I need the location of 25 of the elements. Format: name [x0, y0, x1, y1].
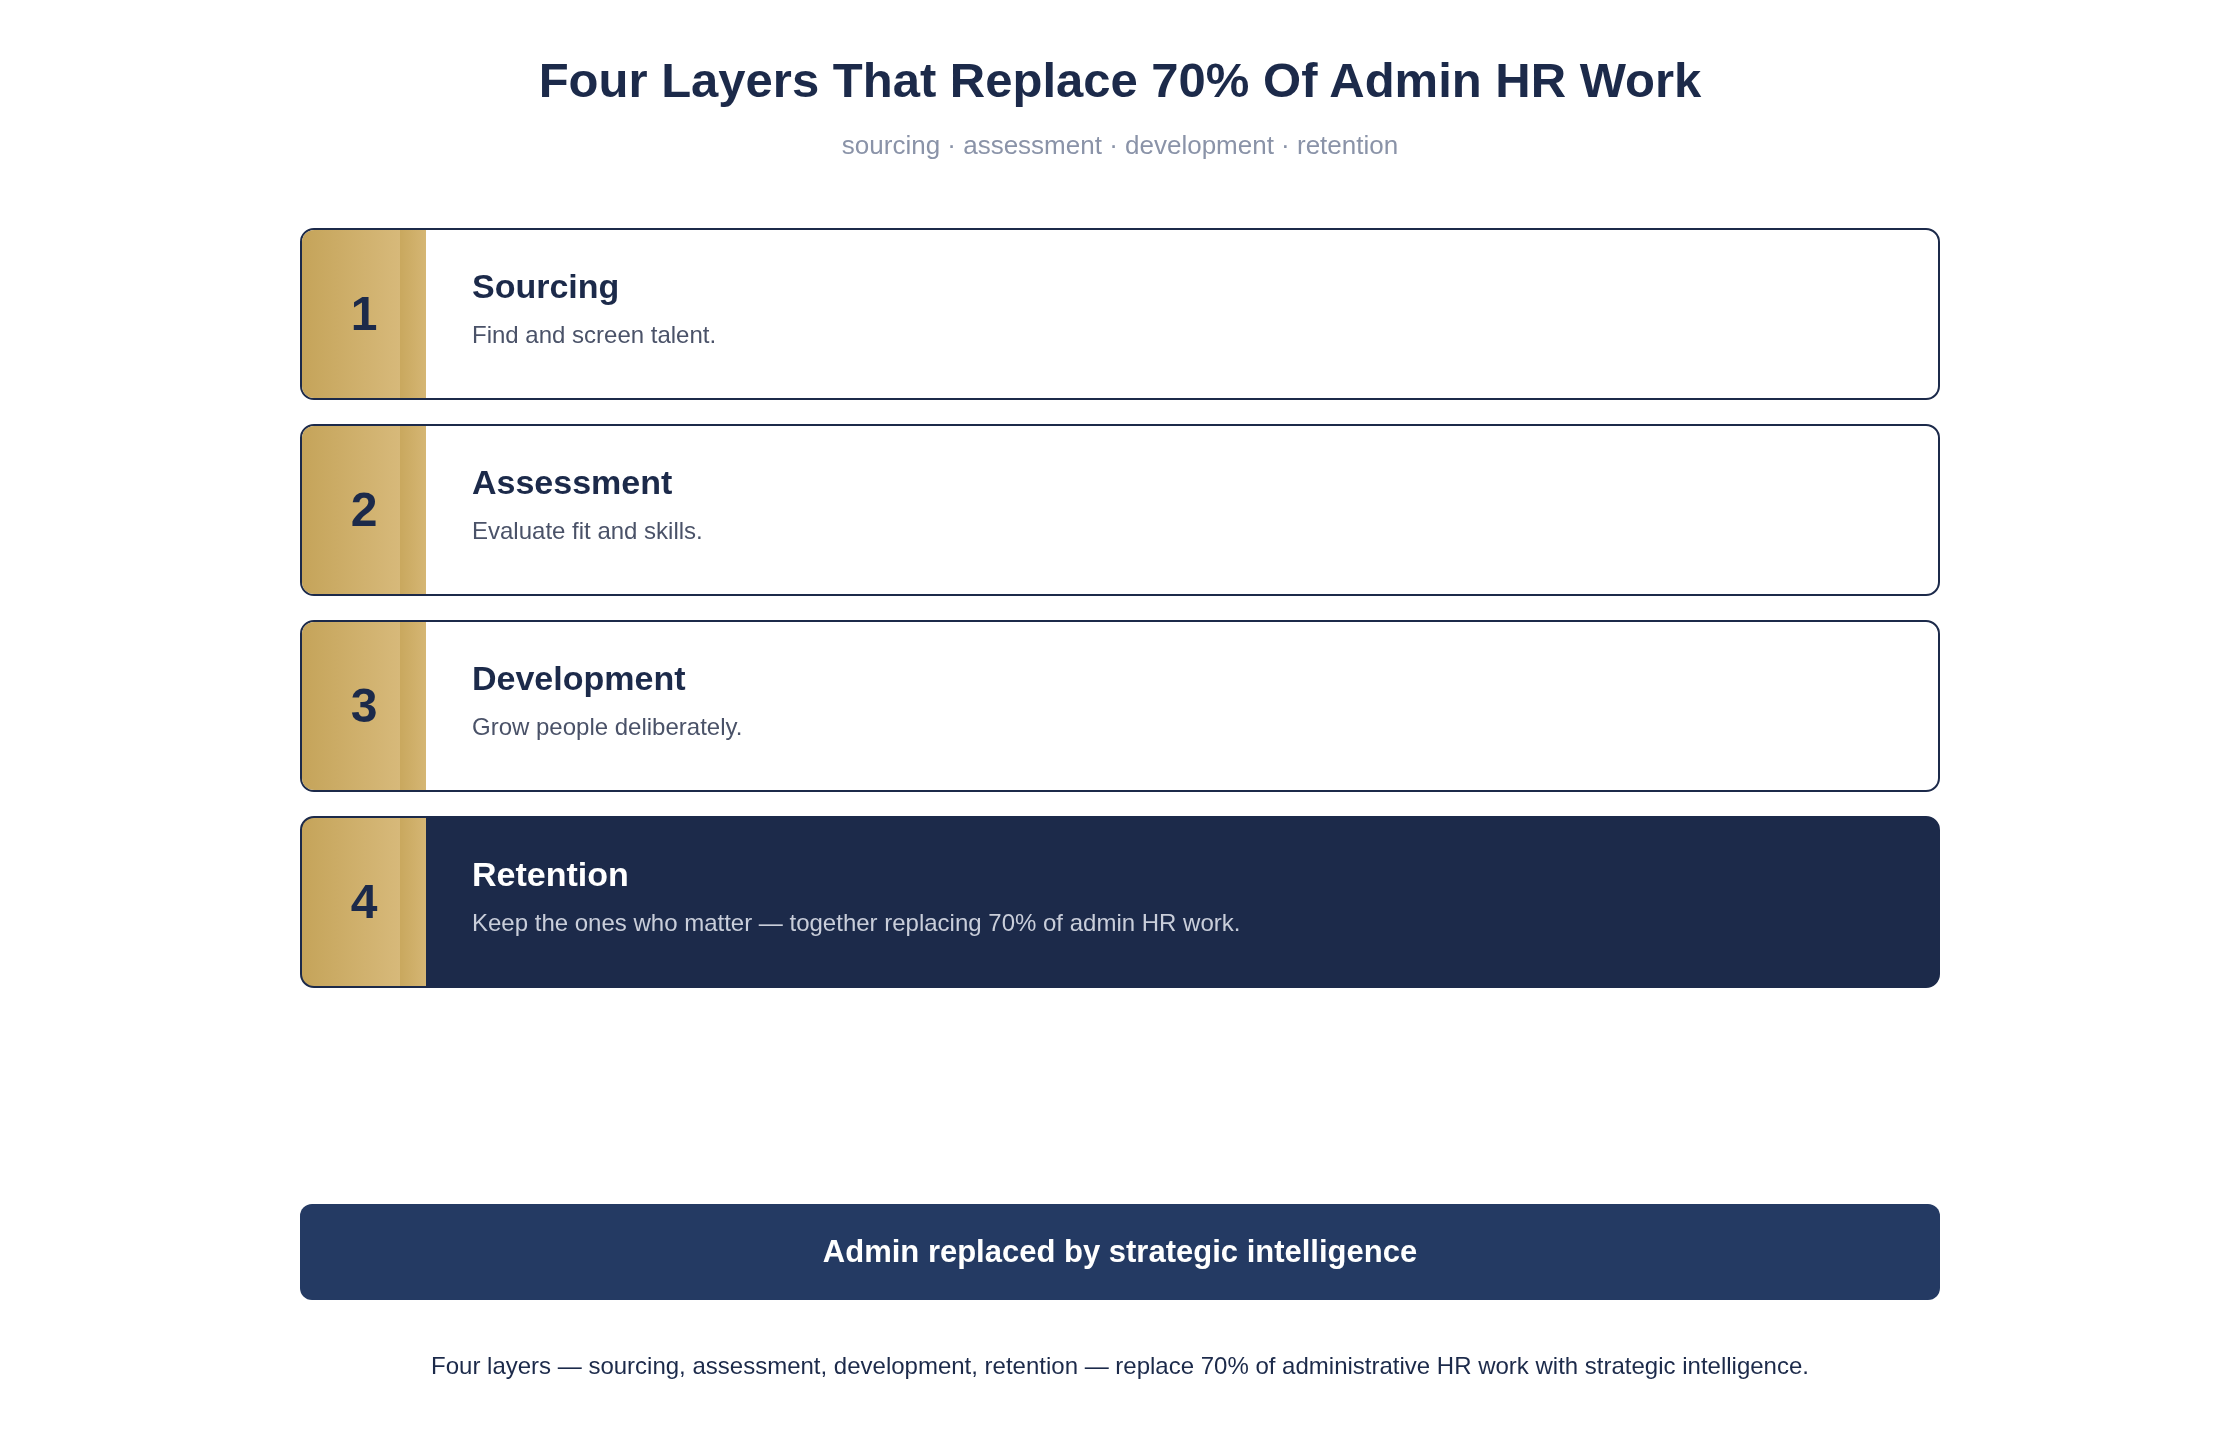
layer-description: Grow people deliberately. — [472, 712, 743, 742]
banner-text: Admin replaced by strategic intelligence — [822, 1233, 1418, 1271]
step-number: 2 — [350, 486, 378, 534]
layer-card — [300, 816, 1940, 988]
summary-banner — [300, 1204, 1940, 1300]
step-number: 3 — [350, 682, 378, 730]
layer-heading: Development — [472, 658, 686, 699]
step-number: 1 — [350, 290, 378, 338]
layer-description: Evaluate fit and skills. — [472, 516, 703, 546]
layer-description: Keep the ones who matter — together replacing 70% of admin HR work. — [472, 908, 1241, 938]
layer-card — [300, 620, 1940, 792]
layer-card — [300, 228, 1940, 400]
subtitle: sourcing · assessment · development · retention — [841, 130, 1399, 162]
number-tab — [302, 818, 426, 986]
caption: Four layers — sourcing, assessment, development, retention — replace 70% of administrative HR work with strategic intelligence. — [431, 1352, 1809, 1381]
step-number: 4 — [350, 878, 378, 926]
layer-card — [300, 424, 1940, 596]
number-tab — [302, 230, 426, 398]
layer-heading: Assessment — [472, 462, 673, 503]
number-tab — [302, 426, 426, 594]
number-tab — [302, 622, 426, 790]
layer-heading: Retention — [472, 854, 629, 895]
layer-heading: Sourcing — [472, 266, 620, 307]
layer-description: Find and screen talent. — [472, 320, 717, 350]
page-title: Four Layers That Replace 70% Of Admin HR Work — [538, 52, 1702, 109]
